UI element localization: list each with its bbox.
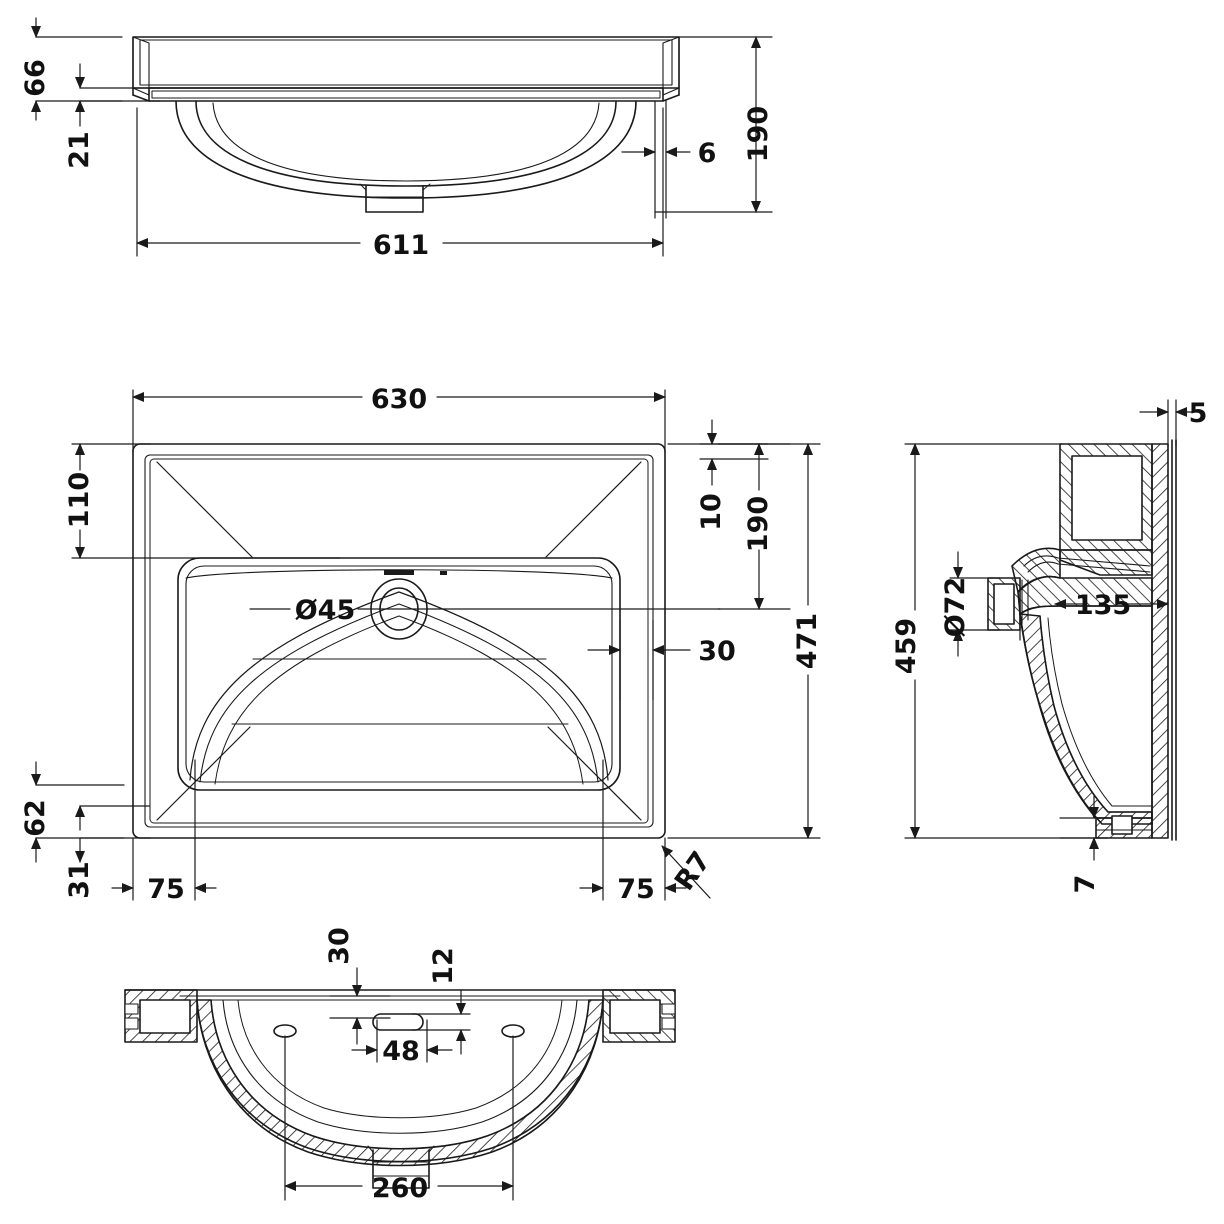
dim-bottom-12: 12 (428, 947, 459, 985)
dim-side-459: 459 (891, 618, 922, 674)
dim-front-6: 6 (698, 138, 717, 169)
dim-bottom-260: 260 (372, 1173, 428, 1204)
dim-side-7: 7 (1070, 875, 1101, 894)
dim-bottom-48: 48 (382, 1036, 420, 1067)
dim-side-135: 135 (1075, 590, 1131, 621)
dim-front-21: 21 (64, 131, 95, 169)
dim-front-611: 611 (373, 230, 429, 261)
dim-front-190: 190 (743, 106, 774, 162)
front-elevation-geometry (132, 36, 680, 213)
dim-plan-31: 31 (64, 861, 95, 899)
dim-plan-75-left: 75 (147, 874, 185, 905)
dim-bottom-30: 30 (324, 927, 355, 965)
side-section-geometry (987, 439, 1177, 841)
dim-front-66: 66 (20, 59, 51, 97)
dim-plan-75-right: 75 (617, 874, 655, 905)
plan-view-dimensions (31, 389, 821, 901)
bottom-section-geometry (124, 989, 676, 1189)
dim-side-5: 5 (1189, 398, 1208, 429)
dim-plan-d45: Ø45 (295, 595, 356, 626)
side-section-dimensions (904, 399, 1205, 861)
front-elevation-dimensions (31, 17, 773, 257)
dim-plan-630: 630 (371, 384, 427, 415)
dim-plan-30: 30 (698, 636, 736, 667)
dim-plan-10: 10 (696, 493, 727, 531)
dimension-labels: 66 21 190 6 611 630 110 10 190 471 Ø45 3… (20, 59, 1207, 1204)
bottom-section-dimensions (284, 967, 514, 1201)
dim-plan-190: 190 (743, 496, 774, 552)
dim-plan-62: 62 (20, 799, 51, 837)
dim-plan-r7: R7 (669, 846, 717, 896)
dim-plan-471: 471 (792, 613, 823, 669)
plan-view-geometry (132, 443, 666, 839)
dim-side-d72: Ø72 (940, 577, 971, 638)
dim-plan-110: 110 (64, 472, 95, 528)
